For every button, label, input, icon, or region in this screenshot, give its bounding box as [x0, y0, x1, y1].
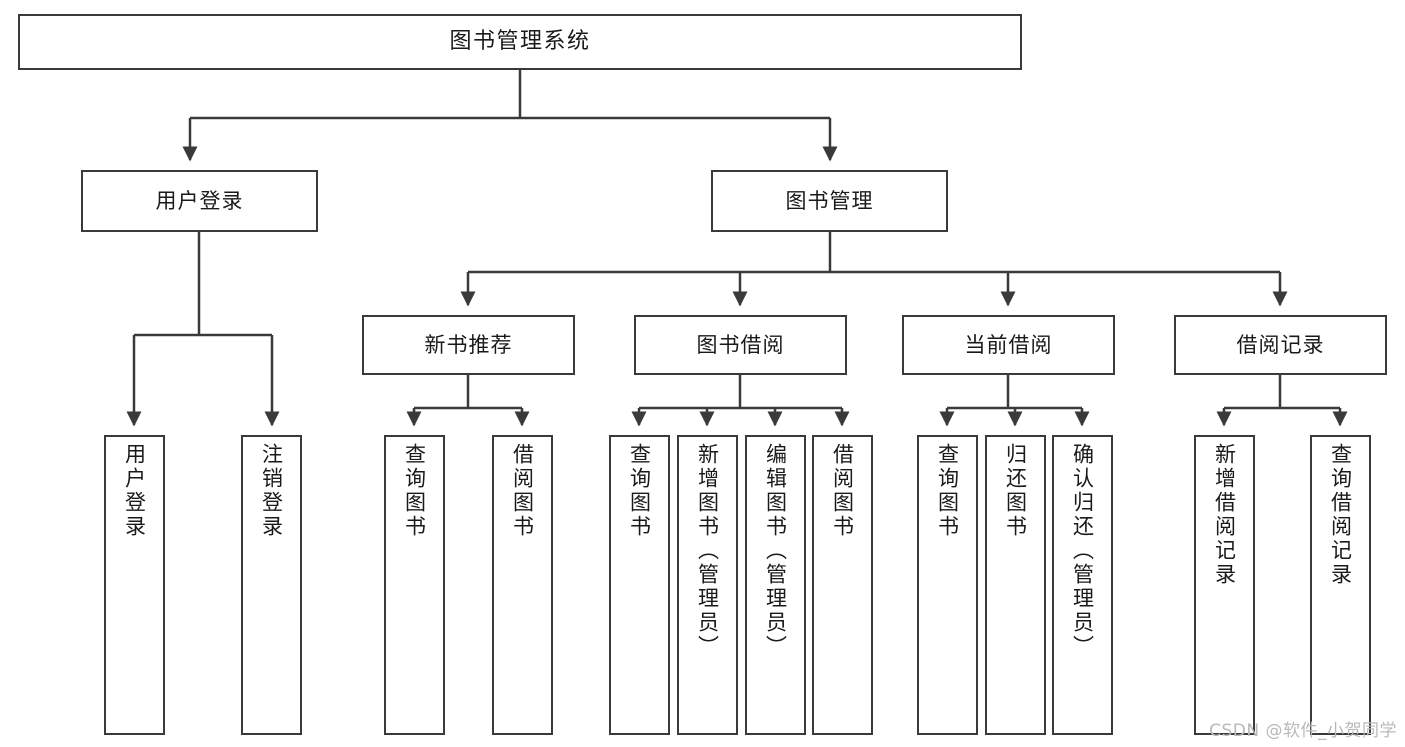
- node-label: 确认归还（管理员）: [1070, 443, 1095, 659]
- csdn-watermark: CSDN @软件_小贺同学: [1209, 721, 1397, 741]
- node-label: 新增图书（管理员）: [695, 443, 720, 659]
- node-label: 借阅图书: [830, 443, 855, 539]
- leaf-query-book-1[interactable]: 查询图书: [384, 435, 445, 735]
- leaf-query-record[interactable]: 查询借阅记录: [1310, 435, 1371, 735]
- node-user-login[interactable]: 用户登录: [81, 170, 318, 232]
- node-current-borrow[interactable]: 当前借阅: [902, 315, 1115, 375]
- node-label: 当前借阅: [964, 332, 1053, 357]
- leaf-borrow-book-2[interactable]: 借阅图书: [812, 435, 873, 735]
- node-label: 用户登录: [155, 188, 244, 213]
- leaf-query-book-3[interactable]: 查询图书: [917, 435, 978, 735]
- node-label: 用户登录: [122, 443, 147, 539]
- leaf-query-book-2[interactable]: 查询图书: [609, 435, 670, 735]
- leaf-borrow-book-1[interactable]: 借阅图书: [492, 435, 553, 735]
- node-label: 注销登录: [259, 443, 284, 539]
- node-label: 图书管理: [785, 188, 874, 213]
- node-book-manage[interactable]: 图书管理: [711, 170, 948, 232]
- leaf-user-login[interactable]: 用户登录: [104, 435, 165, 735]
- node-label: 借阅图书: [510, 443, 535, 539]
- node-book-borrow[interactable]: 图书借阅: [634, 315, 847, 375]
- leaf-confirm-return[interactable]: 确认归还（管理员）: [1052, 435, 1113, 735]
- leaf-edit-book[interactable]: 编辑图书（管理员）: [745, 435, 806, 735]
- leaf-return-book[interactable]: 归还图书: [985, 435, 1046, 735]
- node-label: 查询借阅记录: [1328, 443, 1353, 587]
- node-label: 查询图书: [935, 443, 960, 539]
- node-label: 借阅记录: [1236, 332, 1325, 357]
- node-borrow-record[interactable]: 借阅记录: [1174, 315, 1387, 375]
- node-label: 新书推荐: [424, 332, 513, 357]
- node-label: 编辑图书（管理员）: [763, 443, 788, 659]
- node-label: 新增借阅记录: [1212, 443, 1237, 587]
- node-label: 查询图书: [627, 443, 652, 539]
- node-label: 归还图书: [1003, 443, 1028, 539]
- leaf-logout[interactable]: 注销登录: [241, 435, 302, 735]
- node-label: 图书管理系统: [449, 29, 591, 55]
- leaf-add-book[interactable]: 新增图书（管理员）: [677, 435, 738, 735]
- leaf-add-record[interactable]: 新增借阅记录: [1194, 435, 1255, 735]
- node-label: 查询图书: [402, 443, 427, 539]
- node-label: 图书借阅: [696, 332, 785, 357]
- node-root-system[interactable]: 图书管理系统: [18, 14, 1022, 70]
- node-new-book-rec[interactable]: 新书推荐: [362, 315, 575, 375]
